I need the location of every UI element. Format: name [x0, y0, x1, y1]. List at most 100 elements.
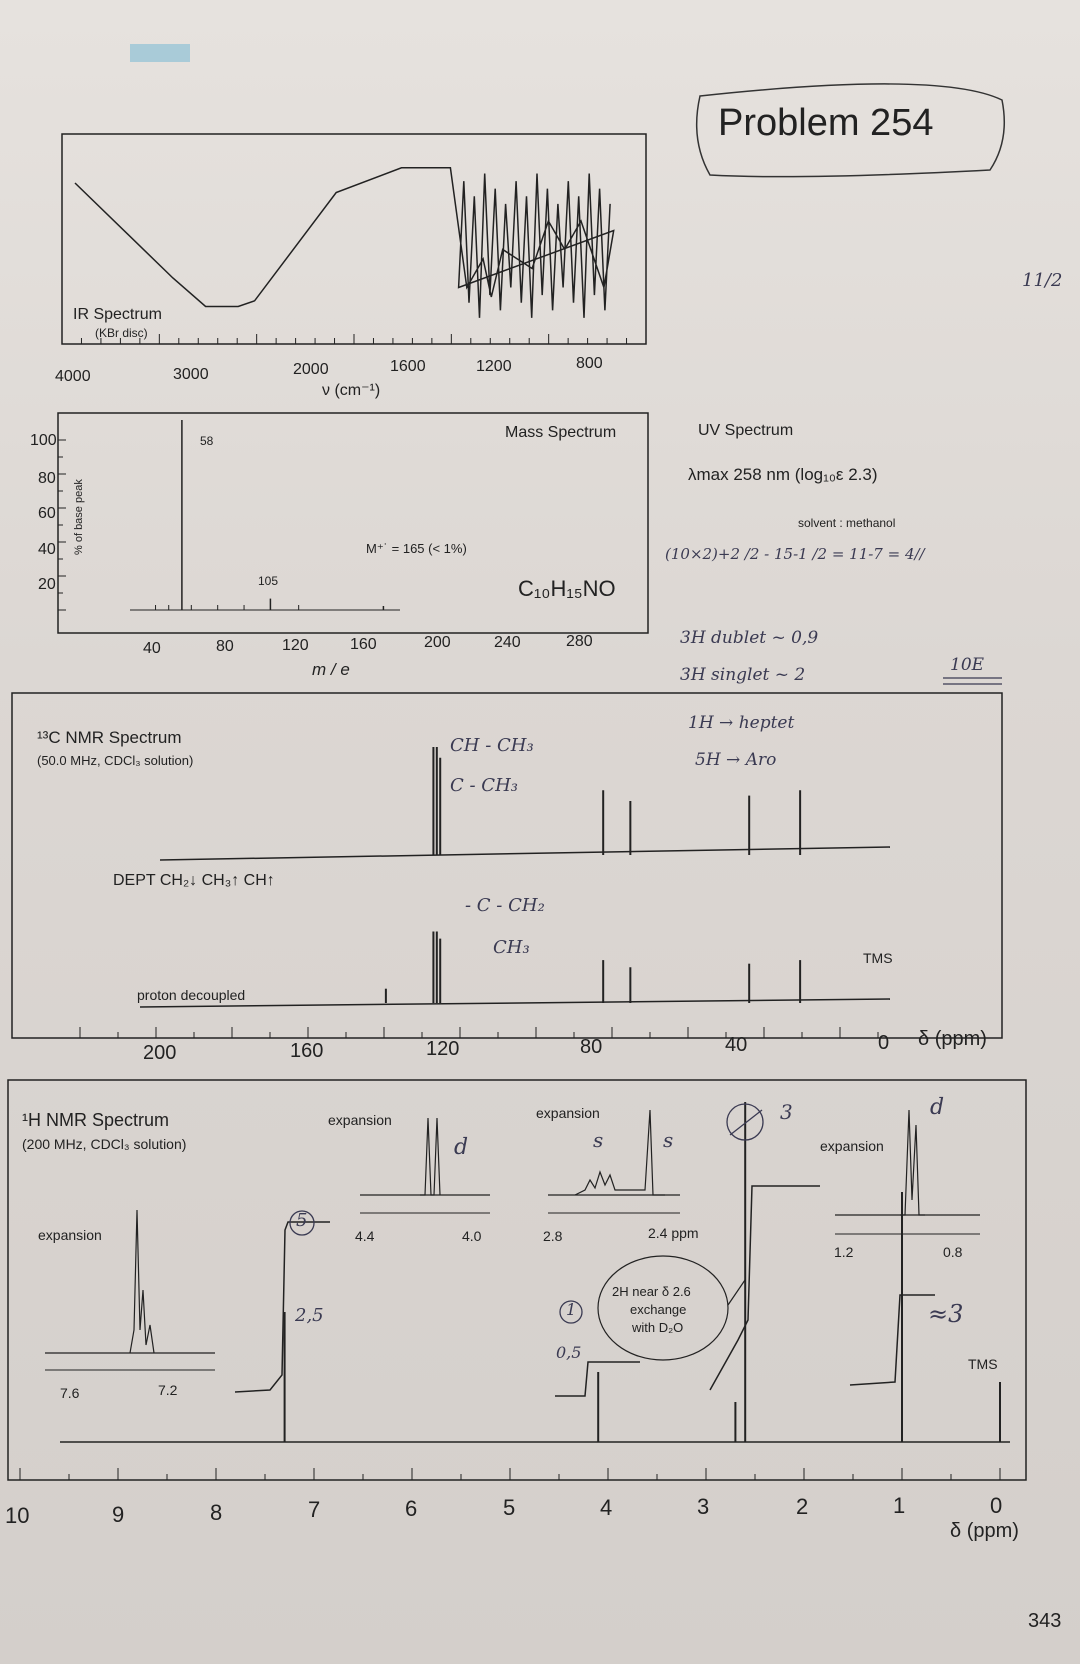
h1-tms: TMS	[968, 1356, 998, 1372]
mass-frame	[57, 412, 649, 634]
problem-title-bubble	[695, 83, 1005, 178]
hand-note-singlet: 3H singlet ~ 2	[680, 665, 806, 685]
c13-subtitle: (50.0 MHz, CDCl₃ solution)	[37, 753, 194, 768]
h1-exp1-tick-7.2: 7.2	[158, 1382, 178, 1398]
mass-molecular-ion: M⁺˙ = 165 (< 1%)	[366, 541, 467, 556]
mass-xtick-200: 200	[424, 634, 451, 651]
h1-expansion-label-4: expansion	[820, 1138, 884, 1154]
ir-tick-4000: 4000	[55, 368, 91, 385]
h1-exchange-note-3: with D₂O	[632, 1320, 684, 1335]
uv-lambda-max: λmax 258 nm (log₁₀ε 2.3)	[688, 465, 878, 484]
page-number: 343	[1028, 1610, 1062, 1632]
hand-note-heptet: 1H → heptet	[688, 713, 795, 733]
mass-ytick-80: 80	[38, 470, 56, 487]
hand-note-doublet: 3H dublet ~ 0,9	[680, 628, 819, 648]
h1-exp4-tick-0.8: 0.8	[943, 1244, 963, 1260]
h1-exchange-note-2: exchange	[630, 1302, 687, 1317]
mass-ytick-100: 100	[30, 432, 57, 449]
h1-tick-1: 1	[893, 1493, 906, 1518]
h1-axis-ticks	[19, 1468, 1001, 1480]
h1-exchange-note-1: 2H near δ 2.6	[612, 1284, 691, 1299]
page-tab-marker	[130, 44, 190, 62]
mass-xtick-80: 80	[216, 638, 234, 655]
h1-expansion-label-2: expansion	[328, 1112, 392, 1128]
mass-xtick-280: 280	[566, 633, 593, 650]
hand-h-1: 1	[566, 1300, 577, 1319]
c13-tms: TMS	[863, 950, 893, 966]
mass-xtick-40: 40	[143, 640, 161, 657]
uv-solvent: solvent : methanol	[798, 516, 896, 530]
mass-xtick-240: 240	[494, 634, 521, 651]
margin-note: 11/2	[1022, 270, 1063, 291]
hand-h-d2: d	[930, 1095, 945, 1120]
c13-frame	[11, 692, 1003, 1039]
h1-frame	[7, 1079, 1027, 1481]
h1-integral-4ppm	[555, 1361, 640, 1397]
hand-c13-d: CH₃	[493, 937, 530, 958]
h1-expansion-4ppm	[360, 1117, 490, 1214]
ir-tick-2000: 2000	[293, 361, 329, 378]
c13-tick-200: 200	[143, 1042, 177, 1064]
h1-expansion-label-1: expansion	[38, 1227, 102, 1243]
h1-tick-9: 9	[112, 1502, 125, 1527]
ir-axis-ticks	[61, 334, 647, 344]
hand-h-s1: s	[593, 1128, 604, 1152]
hand-h-s2: s	[663, 1128, 674, 1152]
h1-tick-2: 2	[796, 1494, 809, 1519]
mass-xtick-120: 120	[282, 637, 309, 654]
ir-tick-800: 800	[576, 355, 603, 372]
h1-title: ¹H NMR Spectrum	[22, 1110, 170, 1130]
h1-integral-1ppm	[849, 1294, 935, 1386]
mass-ytick-40: 40	[38, 541, 56, 558]
h1-tick-8: 8	[210, 1500, 223, 1525]
h1-exp2-tick-4.0: 4.0	[462, 1228, 482, 1244]
mass-peaks	[155, 420, 385, 610]
problem-title: Problem 254	[718, 102, 934, 144]
h1-tick-0: 0	[990, 1493, 1003, 1518]
ir-xlabel: ν (cm⁻¹)	[322, 382, 381, 399]
c13-dept-label: DEPT CH₂↓ CH₃↑ CH↑	[113, 872, 275, 889]
hand-h-approx3: ≈3	[928, 1300, 964, 1328]
h1-exp1-tick-7.6: 7.6	[60, 1385, 80, 1401]
h1-expansion-label-3: expansion	[536, 1105, 600, 1121]
hand-uv-calc: (10×2)+2 /2 - 15-1 /2 = 11-7 = 4//	[665, 545, 925, 563]
h1-tick-4: 4	[600, 1495, 613, 1520]
h1-exp3-tick-2.4: 2.4 ppm	[648, 1225, 699, 1241]
mass-ytick-60: 60	[38, 505, 56, 522]
ir-trace	[74, 167, 615, 318]
hand-h-3: 3	[780, 1100, 793, 1124]
ir-tick-1600: 1600	[390, 358, 426, 375]
mass-y-ticks	[58, 439, 66, 611]
exchange-note-bubble	[597, 1255, 729, 1361]
circle-2-crossed	[726, 1103, 764, 1141]
hand-note-aromatic: 5H → Aro	[695, 750, 777, 770]
c13-decoupled-baseline	[139, 998, 891, 1008]
h1-peaks	[283, 1102, 1001, 1442]
ir-title: IR Spectrum	[73, 306, 162, 323]
mass-ytick-20: 20	[38, 576, 56, 593]
c13-tick-80: 80	[580, 1036, 603, 1058]
h1-tick-3: 3	[697, 1494, 710, 1519]
c13-xlabel: δ (ppm)	[918, 1028, 987, 1050]
mass-xlabel: m / e	[312, 660, 350, 679]
c13-tick-160: 160	[290, 1040, 324, 1062]
hand-c13-b: C - CH₃	[450, 775, 518, 796]
h1-xlabel: δ (ppm)	[950, 1520, 1019, 1542]
hand-h-d1: d	[454, 1135, 469, 1160]
h1-exp3-tick-2.8: 2.8	[543, 1228, 563, 1244]
mass-formula: C₁₀H₁₅NO	[518, 576, 616, 601]
h1-exp2-tick-4.4: 4.4	[355, 1228, 375, 1244]
h1-integral-2ppm	[709, 1185, 820, 1391]
mass-ylabel: % of base peak	[73, 479, 85, 555]
c13-peaks	[384, 747, 802, 1003]
h1-integral-aromatic	[234, 1221, 330, 1393]
hand-c13-a: CH - CH₃	[450, 735, 534, 756]
c13-tick-120: 120	[426, 1038, 460, 1060]
c13-title: ¹³C NMR Spectrum	[37, 728, 182, 747]
mass-peak-label-105: 105	[258, 574, 279, 588]
ir-tick-3000: 3000	[173, 366, 209, 383]
h1-tick-10: 10	[5, 1503, 30, 1528]
c13-tick-0: 0	[878, 1032, 890, 1054]
